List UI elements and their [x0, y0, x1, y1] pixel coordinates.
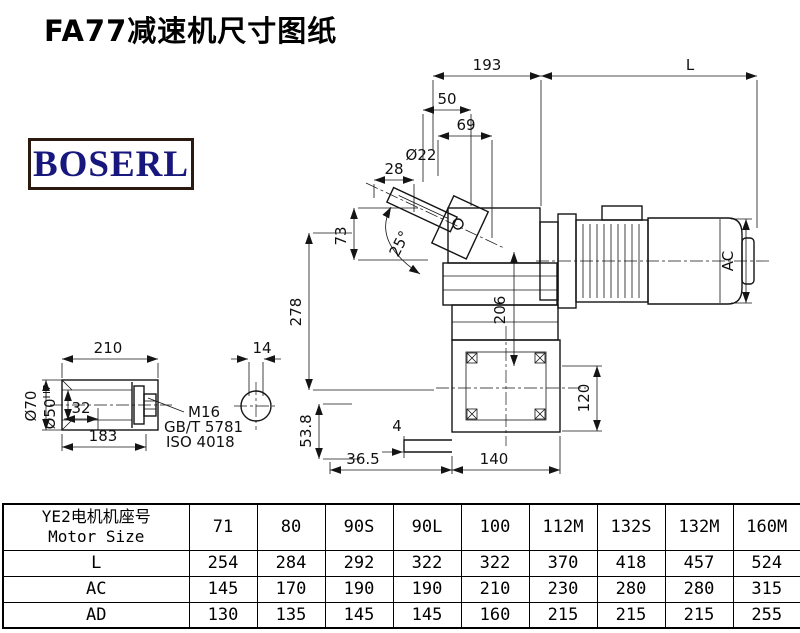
- gearbox-front-view: [403, 207, 561, 453]
- label-standard-gbt: GB/T 5781: [164, 418, 243, 436]
- dim-50: 50: [437, 90, 456, 108]
- table-cell: 210: [460, 575, 530, 603]
- table-cell: 190: [324, 575, 394, 603]
- frame-size-col: 112M: [528, 503, 598, 551]
- dim-outer-diameter: Ø70: [22, 391, 40, 422]
- table-cell: 170: [256, 575, 326, 603]
- dim-73: 73: [332, 226, 350, 245]
- shaft-section-circle: [240, 390, 272, 422]
- table-row-AD: AD 130 135 145 145 160 215 215 215 255: [2, 601, 800, 629]
- dim-183: 183: [89, 427, 118, 445]
- frame-size-col: 132M: [664, 503, 734, 551]
- table-cell: 145: [324, 601, 394, 629]
- table-cell: 280: [596, 575, 666, 603]
- table-cell: 322: [460, 549, 530, 577]
- table-cell: 135: [256, 601, 326, 629]
- table-row-L: L 254 284 292 322 322 370 418 457 524: [2, 549, 800, 577]
- dim-AC: AC: [719, 251, 737, 271]
- table-cell: 145: [392, 601, 462, 629]
- motor-size-header-cn: YE2电机机座号: [41, 507, 151, 527]
- table-cell: 292: [324, 549, 394, 577]
- table-cell: 322: [392, 549, 462, 577]
- label-bolt-m16: M16: [188, 403, 220, 421]
- dim-28: 28: [384, 160, 403, 178]
- dim-278: 278: [287, 298, 305, 327]
- frame-size-col: 90S: [324, 503, 394, 551]
- table-cell: 280: [664, 575, 734, 603]
- table-cell: 230: [528, 575, 598, 603]
- frame-size-col: 80: [256, 503, 326, 551]
- dim-14: 14: [252, 339, 271, 357]
- table-cell: 255: [732, 601, 800, 629]
- dim-120: 120: [575, 384, 593, 413]
- dim-angle-25: 25°: [385, 228, 413, 260]
- table-cell: 190: [392, 575, 462, 603]
- table-cell: 284: [256, 549, 326, 577]
- page-title: FA77减速机尺寸图纸: [44, 14, 338, 48]
- table-cell: 524: [732, 549, 800, 577]
- dim-bore-diameter: Ø50H7: [41, 385, 59, 430]
- boserl-logo: BOSERL: [28, 138, 194, 190]
- row-label-AD: AD: [2, 601, 190, 629]
- label-standard-iso: ISO 4018: [166, 433, 235, 451]
- dim-69: 69: [456, 116, 475, 134]
- table-cell: 457: [664, 549, 734, 577]
- centerlines: [50, 182, 770, 446]
- dimensions: 193 L 50 69 Ø22 28 73: [22, 56, 758, 474]
- table-cell: 160: [460, 601, 530, 629]
- table-cell: 370: [528, 549, 598, 577]
- flange-bolt-symbols: [466, 352, 546, 420]
- boserl-logo-text: BOSERL: [32, 143, 190, 185]
- dim-36-5: 36.5: [346, 450, 379, 468]
- dim-140: 140: [480, 450, 509, 468]
- dim-4: 4: [392, 417, 402, 435]
- dim-210: 210: [94, 339, 123, 357]
- frame-size-col: 71: [188, 503, 258, 551]
- table-cell: 418: [596, 549, 666, 577]
- motor-side-view: [539, 205, 755, 309]
- dim-206: 206: [491, 296, 509, 325]
- dim-32: 32: [71, 399, 90, 417]
- frame-size-col: 160M: [732, 503, 800, 551]
- motor-size-header: YE2电机机座号 Motor Size: [2, 503, 190, 551]
- table-cell: 215: [664, 601, 734, 629]
- table-header-row: YE2电机机座号 Motor Size 71 80 90S 90L 100 11…: [2, 503, 800, 551]
- table-cell: 145: [188, 575, 258, 603]
- table-cell: 254: [188, 549, 258, 577]
- frame-size-col: 132S: [596, 503, 666, 551]
- table-cell: 130: [188, 601, 258, 629]
- motor-size-header-en: Motor Size: [48, 527, 145, 547]
- table-cell: 215: [596, 601, 666, 629]
- table-cell: 315: [732, 575, 800, 603]
- table-cell: 215: [528, 601, 598, 629]
- motor-dimension-table: YE2电机机座号 Motor Size 71 80 90S 90L 100 11…: [2, 503, 800, 629]
- frame-size-col: 100: [460, 503, 530, 551]
- row-label-L: L: [2, 549, 190, 577]
- table-row-AC: AC 145 170 190 190 210 230 280 280 315: [2, 575, 800, 603]
- dim-53-8: 53.8: [297, 414, 315, 447]
- row-label-AC: AC: [2, 575, 190, 603]
- dim-L: L: [686, 56, 695, 74]
- technical-drawing: 193 L 50 69 Ø22 28 73: [22, 56, 770, 474]
- frame-size-col: 90L: [392, 503, 462, 551]
- dim-shaft-diameter: Ø22: [406, 146, 437, 164]
- dim-193: 193: [473, 56, 502, 74]
